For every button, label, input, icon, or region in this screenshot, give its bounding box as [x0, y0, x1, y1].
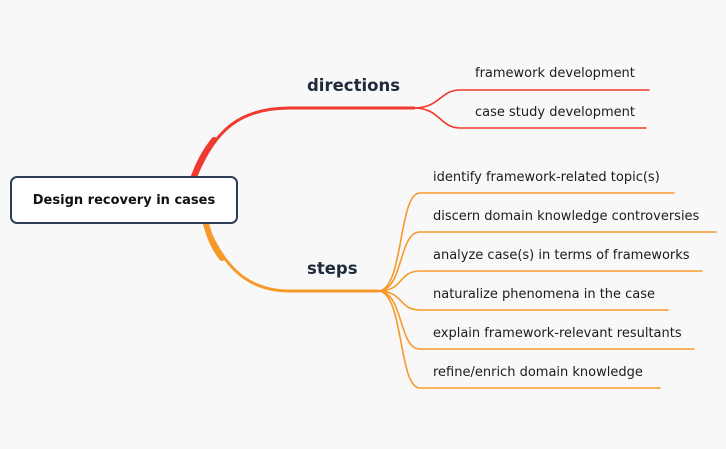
connector-steps-child-0 — [377, 192, 675, 292]
connector-root-steps — [204, 222, 380, 293]
central-topic[interactable]: Design recovery in cases — [10, 176, 238, 224]
connector-root-steps-base — [203, 221, 225, 261]
leaf-discern-controversies[interactable]: discern domain knowledge controversies — [433, 209, 699, 224]
leaf-label: explain framework-relevant resultants — [433, 326, 682, 341]
connector-steps-child-1 — [377, 231, 717, 292]
connector-directions-child-0 — [413, 89, 650, 109]
connector-steps-child-3 — [377, 290, 669, 311]
branch-steps[interactable]: steps — [307, 259, 358, 278]
leaf-framework-development[interactable]: framework development — [475, 66, 635, 81]
leaf-case-study-development[interactable]: case study development — [475, 105, 635, 120]
leaf-label: framework development — [475, 66, 635, 81]
connector-root-directions — [194, 106, 416, 178]
connector-steps-child-4 — [377, 290, 695, 350]
leaf-refine-knowledge[interactable]: refine/enrich domain knowledge — [433, 365, 643, 380]
leaf-label: analyze case(s) in terms of frameworks — [433, 248, 690, 263]
leaf-label: refine/enrich domain knowledge — [433, 365, 643, 380]
connector-steps-child-2 — [377, 270, 703, 292]
branch-directions[interactable]: directions — [307, 76, 400, 95]
branch-steps-label: steps — [307, 259, 358, 278]
leaf-analyze-cases[interactable]: analyze case(s) in terms of frameworks — [433, 248, 690, 263]
connector-root-directions-base — [191, 137, 217, 179]
branch-directions-label: directions — [307, 76, 401, 95]
leaf-naturalize-phenomena[interactable]: naturalize phenomena in the case — [433, 287, 655, 302]
leaf-identify-topics[interactable]: identify framework-related topic(s) — [433, 170, 660, 185]
connector-directions-child-1 — [413, 107, 647, 129]
leaf-explain-resultants[interactable]: explain framework-relevant resultants — [433, 326, 682, 341]
leaf-label: identify framework-related topic(s) — [433, 170, 660, 185]
directions-connectors — [191, 89, 650, 179]
leaf-label: naturalize phenomena in the case — [433, 287, 656, 302]
leaf-label: discern domain knowledge controversies — [433, 209, 700, 224]
steps-connectors — [203, 192, 717, 389]
connector-steps-child-5 — [377, 290, 661, 389]
central-topic-label: Design recovery in cases — [32, 192, 216, 208]
leaf-label: case study development — [475, 105, 635, 120]
